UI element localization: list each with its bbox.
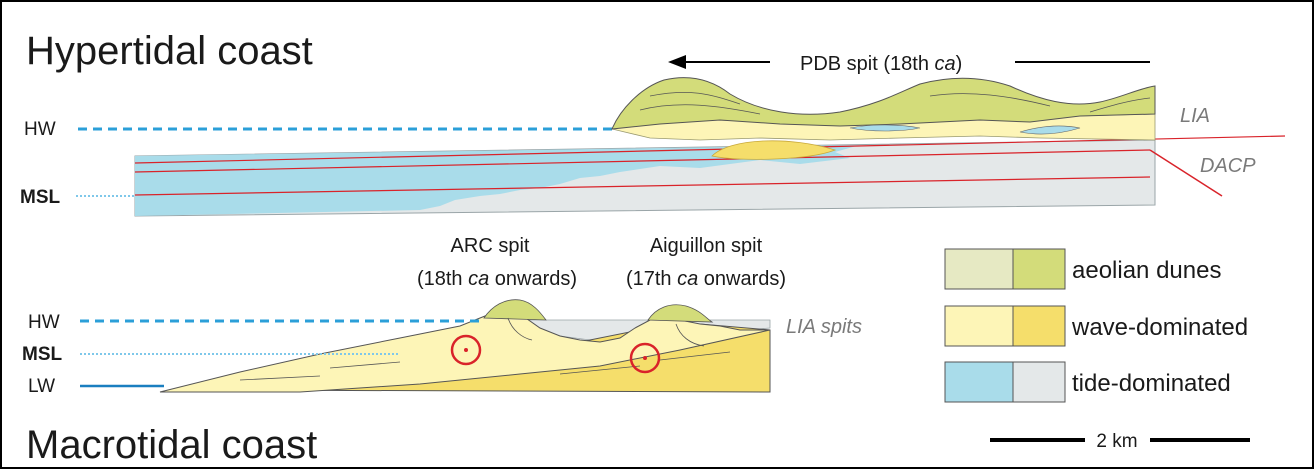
pdb-spit-label: PDB spit (18th ca) xyxy=(800,53,962,75)
arc-lamina xyxy=(507,317,533,341)
dune-lamina xyxy=(639,104,761,115)
legend-label-tide: tide-dominated xyxy=(1072,370,1231,397)
lia-spits-label: LIA spits xyxy=(786,316,862,338)
arc-spit-dates: (18th ca onwards) xyxy=(417,268,577,290)
hypertidal-hw-label: HW xyxy=(24,119,56,140)
legend-swatch-tide-blue xyxy=(944,361,1014,403)
pdb-arrow-head xyxy=(668,55,686,69)
aiguillon-spit-dates: (17th ca onwards) xyxy=(626,268,786,290)
arc-sample-dot xyxy=(464,348,468,352)
scale-bar-label: 2 km xyxy=(1096,431,1137,452)
hypertidal-wave-lens xyxy=(711,140,837,160)
hypertidal-lia-line xyxy=(134,135,1286,164)
arc-dune-cap xyxy=(483,299,547,321)
lamina xyxy=(659,351,731,361)
aiguillon-lamina xyxy=(675,323,705,347)
legend-swatch-tide-grey xyxy=(1012,361,1066,403)
dune-lamina xyxy=(1089,97,1151,113)
aiguillon-sample-circle xyxy=(629,342,661,374)
legend-swatch-wave-dark xyxy=(1012,305,1066,347)
dacp-label: DACP xyxy=(1200,155,1256,177)
macrotidal-title: Macrotidal coast xyxy=(26,423,317,467)
aiguillon-dune-cap xyxy=(647,304,714,323)
macrotidal-lw-label: LW xyxy=(28,376,55,397)
macrotidal-msl-label: MSL xyxy=(22,344,63,365)
aiguillon-sample-dot xyxy=(643,356,647,360)
arc-sample-circle xyxy=(450,334,482,366)
hypertidal-tide-pocket xyxy=(1019,125,1081,135)
hypertidal-tide-blue xyxy=(135,145,860,216)
lamina xyxy=(329,361,401,369)
hypertidal-msl-label: MSL xyxy=(20,187,61,208)
legend-swatch-aeolian-light xyxy=(944,248,1014,290)
hypertidal-red-line-1 xyxy=(134,149,1151,173)
hypertidal-tide-pocket xyxy=(849,124,921,132)
legend-label-wave: wave-dominated xyxy=(1071,314,1248,341)
arc-spit-label: ARC spit xyxy=(451,235,530,257)
hypertidal-dacp-line xyxy=(1149,149,1223,197)
legend-swatch-wave-light xyxy=(944,305,1014,347)
hypertidal-title: Hypertidal coast xyxy=(26,29,313,73)
aiguillon-spit-label: Aiguillon spit xyxy=(650,235,763,257)
legend-label-aeolian: aeolian dunes xyxy=(1072,257,1221,284)
hypertidal-red-line-2 xyxy=(134,176,1151,196)
dune-lamina xyxy=(929,93,1051,107)
dune-lamina xyxy=(649,91,741,105)
macrotidal-hw-label: HW xyxy=(28,312,60,333)
hypertidal-aeolian-dunes xyxy=(611,77,1156,130)
legend: aeolian dunes wave-dominated tide-domina… xyxy=(944,248,1248,403)
lamina xyxy=(239,375,321,381)
lamina xyxy=(559,365,641,375)
lia-label: LIA xyxy=(1180,105,1210,127)
legend-swatch-aeolian-dark xyxy=(1012,248,1066,290)
